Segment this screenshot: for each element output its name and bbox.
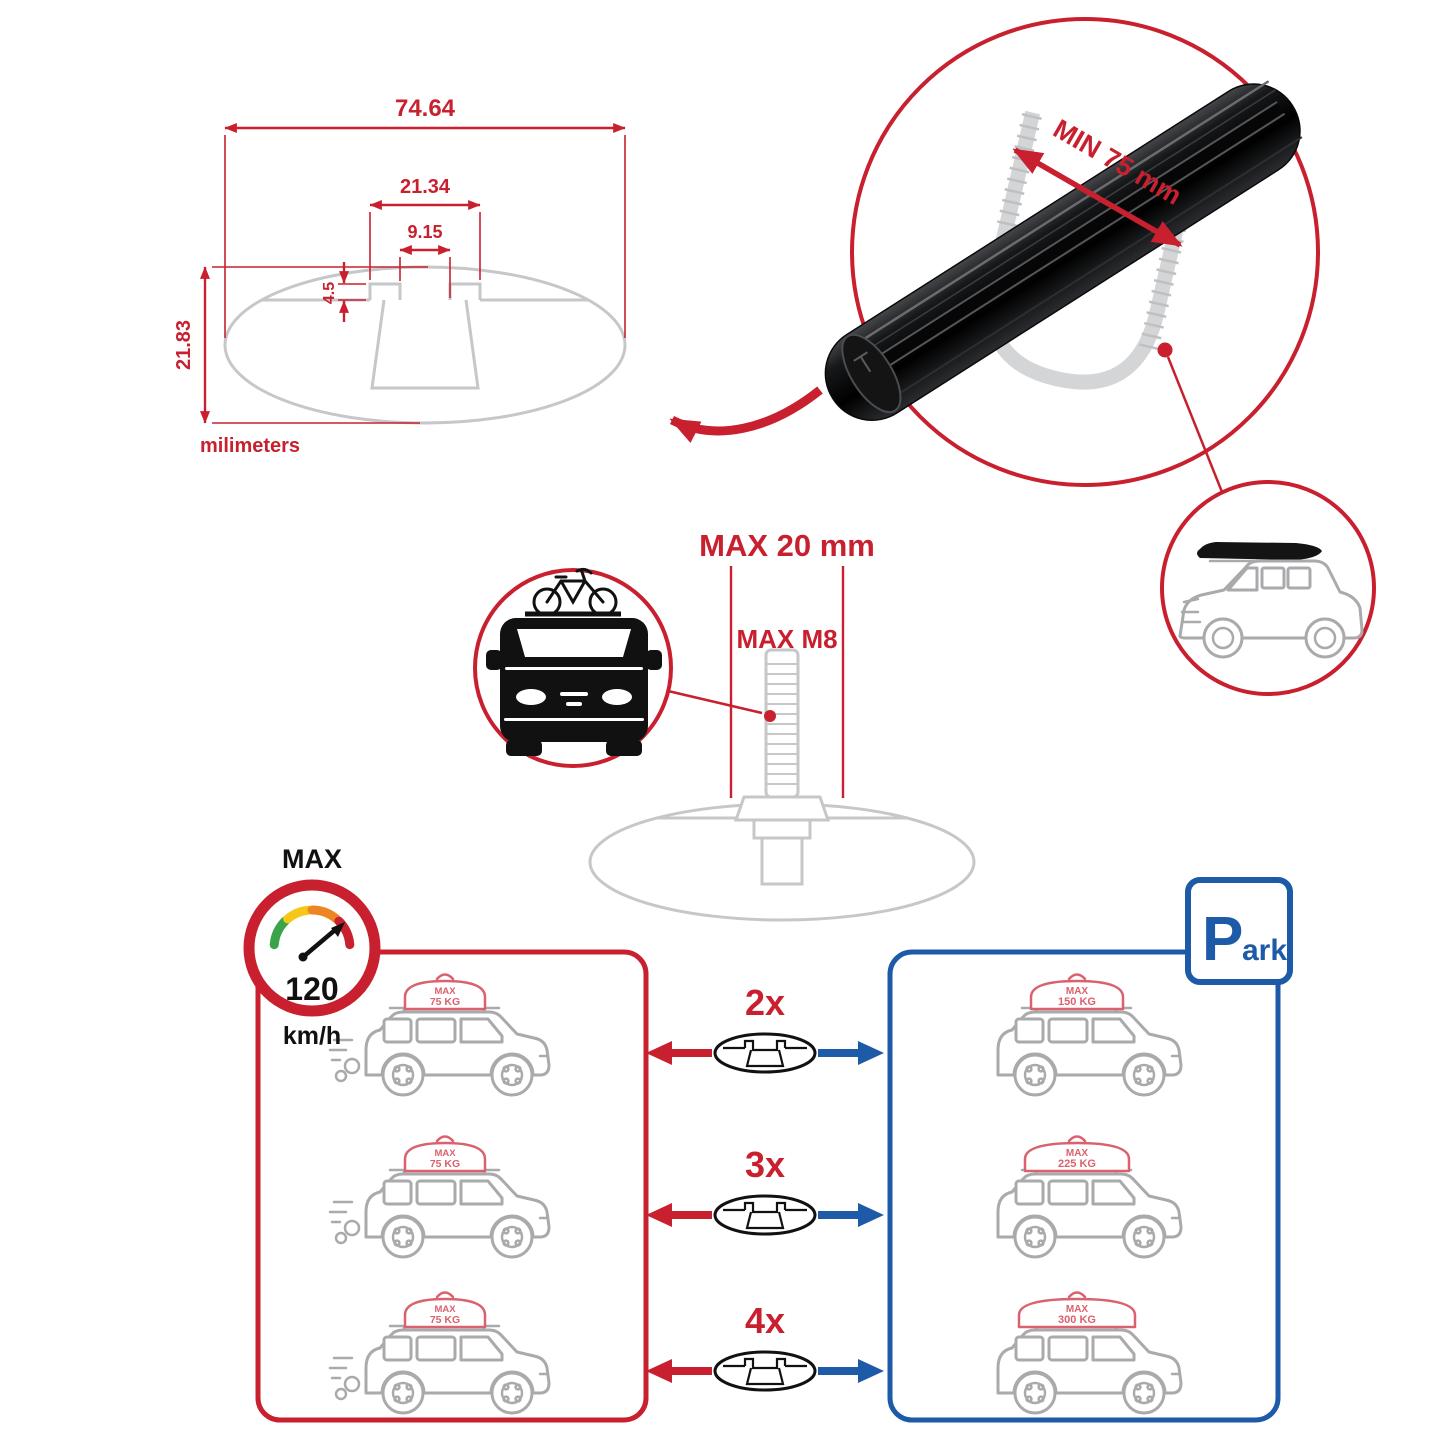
moving-car-row-1: MAX 75 KG (328, 973, 551, 1097)
crossbar-cross-section-icon (713, 1194, 817, 1236)
arrow-right-icon (818, 1041, 884, 1065)
load-value: 75 KG (430, 1158, 460, 1170)
units-label: milimeters (200, 435, 300, 457)
moving-car-row-3: MAX 75 KG (328, 1291, 551, 1415)
arrow-right-icon (818, 1359, 884, 1383)
t-slot-body (370, 299, 480, 390)
load-max-label: MAX (434, 1148, 456, 1159)
speedometer: MAX 120 km/h (243, 844, 381, 1050)
dim-lip-height: 4.5 (321, 282, 338, 304)
callout-leader (1166, 356, 1224, 493)
load-max-label: MAX (434, 986, 456, 997)
arrow-left-icon (646, 1203, 712, 1227)
speed-unit: km/h (283, 1022, 341, 1050)
dim-total-height: 21.83 (173, 320, 195, 370)
t-bolt-icon (733, 648, 831, 886)
multiplier-label: 2x (745, 982, 785, 1023)
arrow-left-icon (646, 1359, 712, 1383)
bolt-callout-dot (764, 710, 776, 722)
parked-car-row-1: MAX 150 KG (996, 973, 1183, 1097)
load-value: 75 KG (430, 996, 460, 1008)
callout-dot (1157, 342, 1173, 358)
multiplier-label: 4x (745, 1300, 785, 1341)
dim-slot-width: 9.15 (407, 222, 442, 242)
parking-sign: P ark (1185, 877, 1293, 985)
speed-value: 120 (285, 971, 338, 1007)
curved-arrow-icon (669, 386, 823, 443)
parked-car-row-2: MAX 225 KG (996, 1135, 1183, 1259)
gauge-needle (301, 928, 337, 959)
speed-max-label: MAX (282, 844, 342, 874)
dimension-diagram: 74.64 21.34 9.15 4.5 21.83 milimeters (173, 95, 627, 457)
roof-box-suv-circle (1160, 480, 1376, 696)
dim-channel-width: 21.34 (400, 176, 451, 198)
load-max-label: MAX (1066, 1148, 1089, 1159)
multiplier-row-2: 3x (646, 1144, 884, 1236)
parking-letter: P (1202, 905, 1243, 974)
load-value: 225 KG (1058, 1158, 1096, 1170)
parked-car-row-3: MAX 300 KG (996, 1291, 1183, 1415)
crossbar-cross-section-icon (713, 1032, 817, 1074)
multiplier-row-3: 4x (646, 1300, 884, 1392)
arrow-right-icon (818, 1203, 884, 1227)
parking-suffix: ark (1242, 934, 1287, 967)
load-max-label: MAX (1066, 986, 1089, 997)
load-value: 300 KG (1058, 1314, 1096, 1326)
load-max-label: MAX (1066, 1304, 1089, 1315)
dim-total-width: 74.64 (395, 95, 456, 122)
moving-car-row-2: MAX 75 KG (328, 1135, 551, 1259)
crossbar-cross-section-icon (713, 1350, 817, 1392)
multiplier-row-1: 2x (646, 982, 884, 1074)
arrow-left-icon (646, 1041, 712, 1065)
roof-box-suv-icon (1178, 542, 1364, 659)
load-value: 75 KG (430, 1314, 460, 1326)
crossbar-detail-circle: MIN 75 mm (824, 17, 1376, 696)
multiplier-label: 3x (745, 1144, 785, 1185)
car-front-icon (486, 618, 662, 756)
bike-car-circle (473, 567, 673, 768)
bolt-leader (667, 689, 763, 715)
parking-sign-icon (1185, 877, 1293, 985)
max-length-label: MAX 20 mm (699, 528, 875, 563)
load-max-label: MAX (434, 1304, 456, 1315)
load-value: 150 KG (1058, 996, 1096, 1008)
bolt-detail: MAX 20 mm MAX M8 (473, 528, 976, 922)
min-span-arrow (1012, 147, 1183, 248)
